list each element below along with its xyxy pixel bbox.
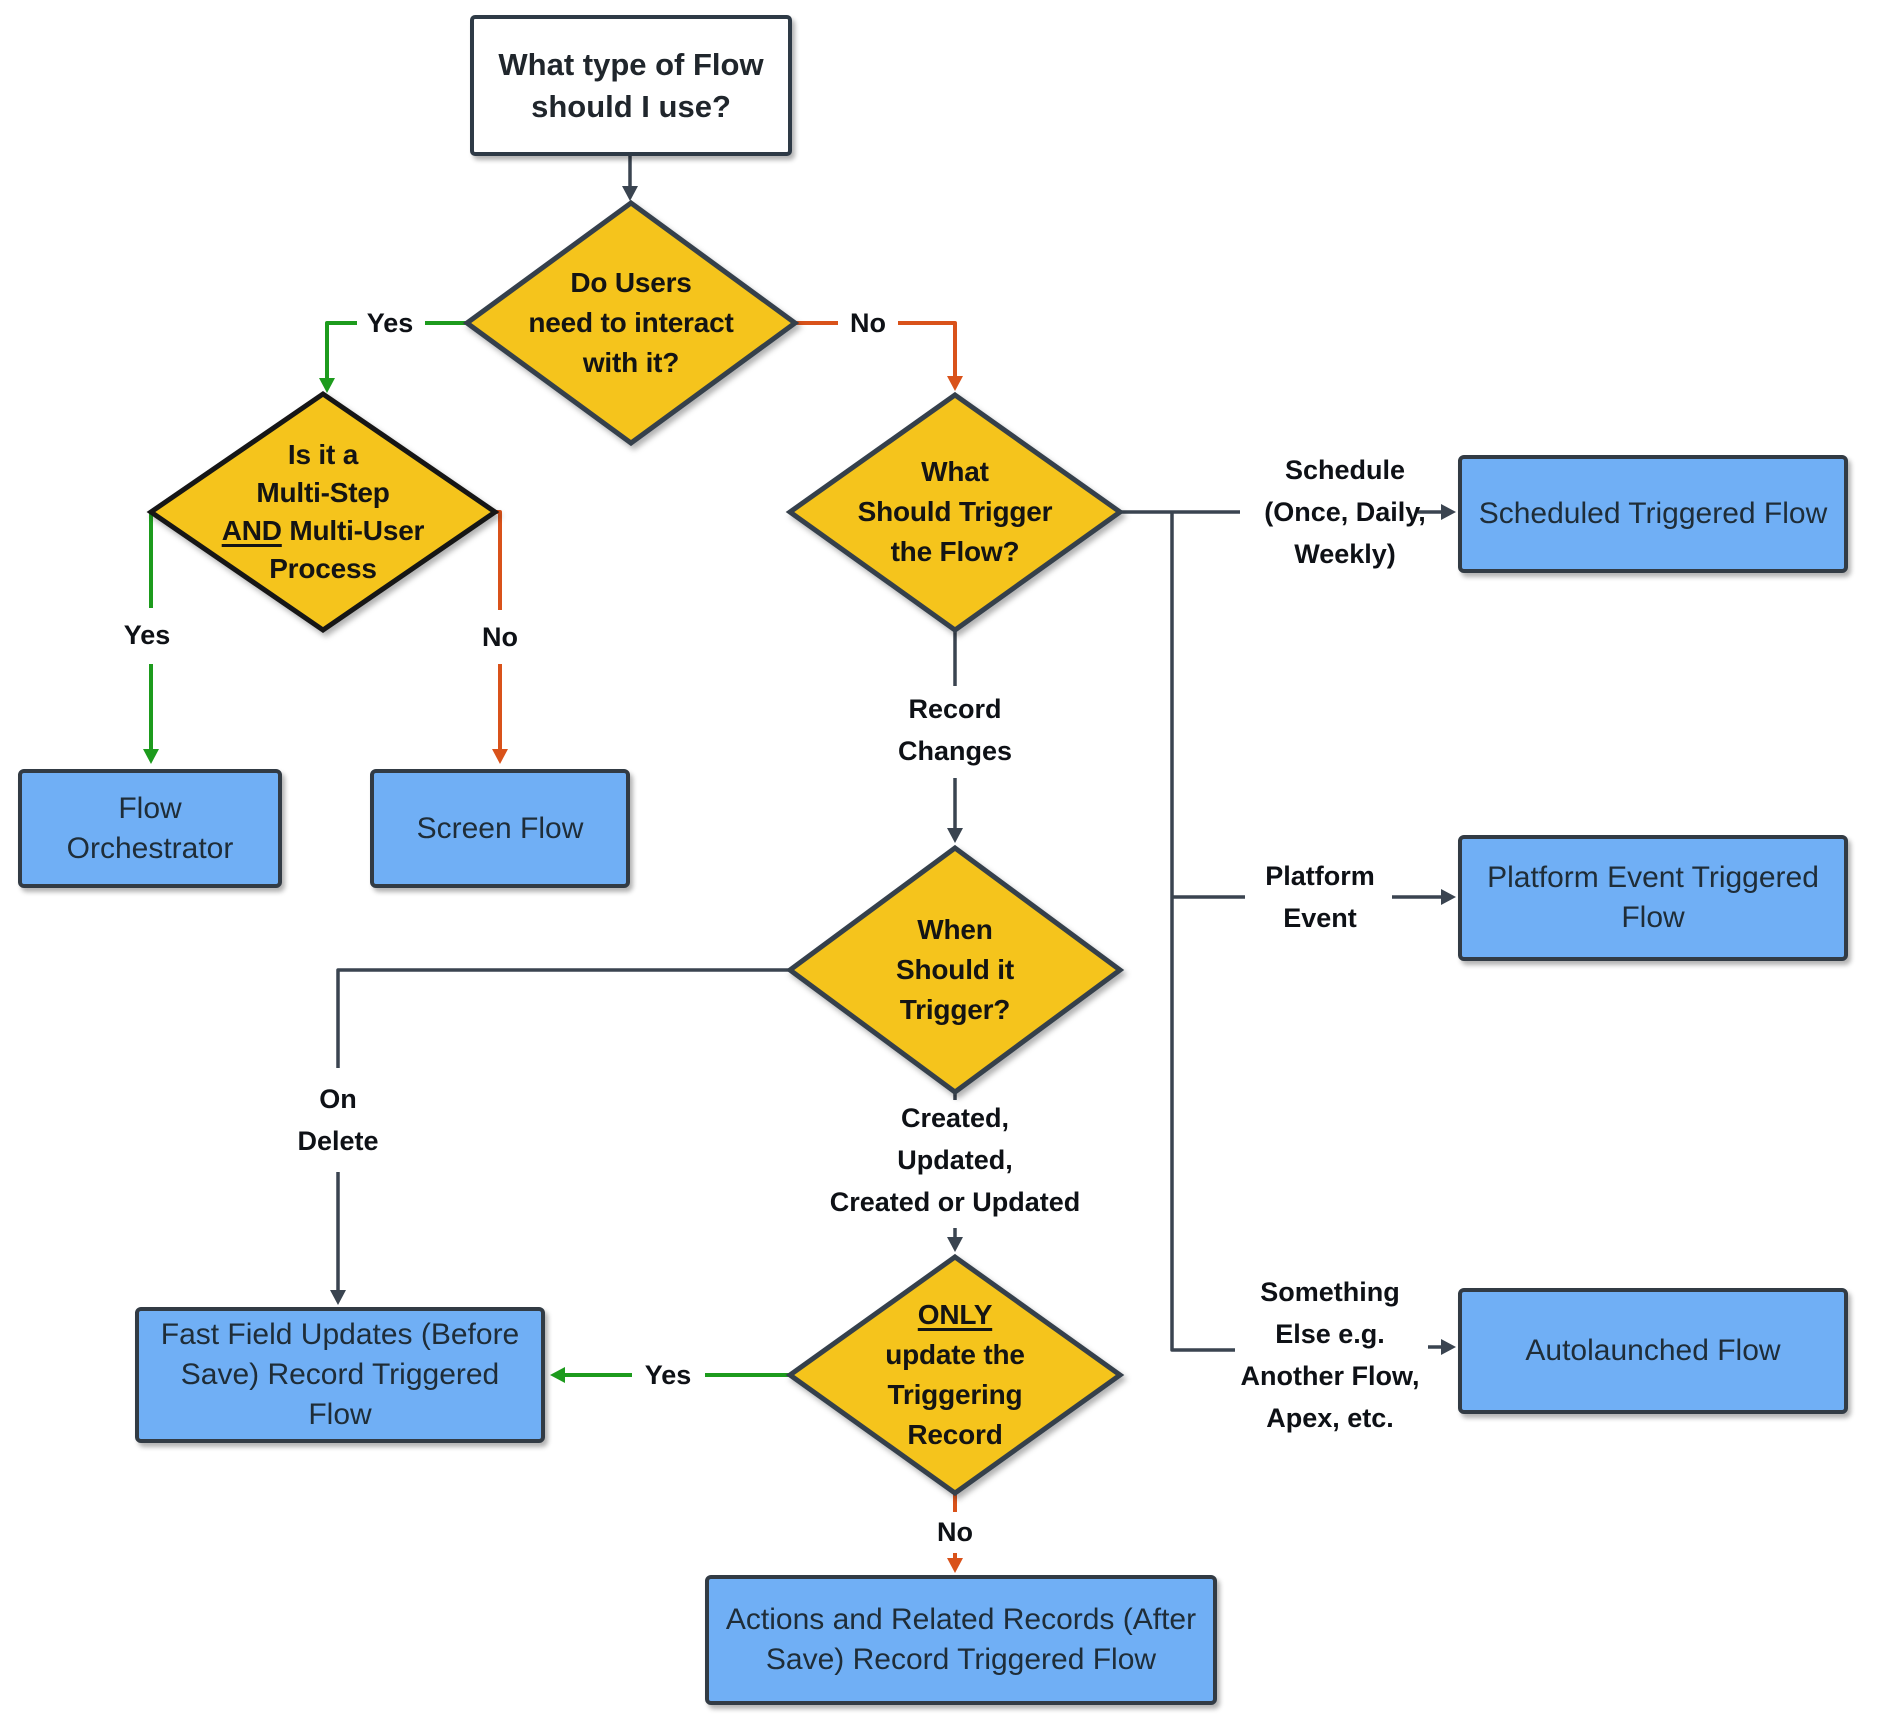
decision-line: Do Users: [570, 267, 692, 298]
edge-label-line: Event: [1283, 903, 1357, 933]
edge-label-line: Changes: [897, 736, 1013, 766]
decision-line: Record: [907, 1419, 1003, 1450]
arrow-to-scheduled: [1441, 504, 1456, 520]
start-node: What type of Flow should I use?: [470, 15, 792, 156]
arrow-to-autolaunched: [1441, 1339, 1456, 1355]
underlined-word: AND: [221, 515, 282, 546]
decision-line: Trigger?: [899, 994, 1011, 1025]
decision-line: What: [921, 456, 989, 487]
diamond-do-users-interact: [462, 199, 800, 447]
edge-label-no-interact: No: [850, 308, 886, 338]
decision-line: Should it: [896, 954, 1014, 985]
diamond-multi-step-multi-user: [146, 390, 500, 634]
edge-label-line: Record: [908, 694, 1002, 724]
edge-label-yes-only-update: Yes: [644, 1360, 692, 1390]
decision-line: Multi-Step: [256, 477, 390, 508]
edge-label-line: (Once, Daily,: [1264, 497, 1426, 527]
edge-label-schedule: Schedule (Once, Daily, Weekly): [1245, 449, 1445, 575]
edge-label-yes-multistep: Yes: [123, 620, 171, 650]
edge-label-platform-event: Platform Event: [1230, 855, 1410, 939]
decision-when-should-it-trigger-label: When Should it Trigger?: [790, 910, 1120, 1030]
start-node-line: should I use?: [531, 88, 731, 124]
result-fast-field-updates-flow: Fast Field Updates (Before Save) Record …: [135, 1307, 545, 1443]
edge-label-line: Weekly): [1294, 539, 1396, 569]
decision-do-users-interact-label: Do Users need to interact with it?: [466, 263, 796, 383]
result-scheduled-triggered-flow: Scheduled Triggered Flow: [1458, 455, 1848, 573]
decision-line: the Flow?: [890, 536, 1020, 567]
edge-label-on-delete: On Delete: [268, 1078, 408, 1162]
diamond-what-should-trigger: [785, 391, 1125, 634]
decision-line: Process: [269, 553, 377, 584]
arrowheads: [143, 186, 1456, 1573]
decision-diamonds: [146, 199, 1125, 1497]
edge-label-no-only-update: No: [937, 1517, 973, 1547]
arrow-yes-to-fastfield: [550, 1367, 565, 1383]
yes-connectors: [149, 321, 790, 1377]
edge-label-line: On: [319, 1084, 357, 1114]
edge-label-line: Created,: [900, 1103, 1010, 1133]
result-screen-flow: Screen Flow: [370, 769, 630, 888]
edge-label-something-else: Something Else e.g. Another Flow, Apex, …: [1230, 1271, 1430, 1439]
edge-label-line: Platform: [1265, 861, 1375, 891]
edge-label-line: Something: [1260, 1277, 1400, 1307]
edge-label-line: Schedule: [1284, 455, 1406, 485]
edge-label-line: Created or Updated: [829, 1187, 1081, 1217]
edge-label-no-multistep: No: [482, 622, 518, 652]
edge-label-record-changes: Record Changes: [855, 688, 1055, 772]
underlined-word: ONLY: [917, 1299, 993, 1330]
arrow-to-platform-event: [1441, 889, 1456, 905]
result-autolaunched-flow: Autolaunched Flow: [1458, 1288, 1848, 1414]
arrow-to-d4: [947, 828, 963, 843]
decision-line: Should Trigger: [857, 496, 1053, 527]
start-node-line: What type of Flow: [498, 46, 764, 82]
edge-label-yes-interact: Yes: [366, 308, 414, 338]
edge-label-line: Delete: [297, 1126, 379, 1156]
decision-only-update-triggering-record-label: ONLY update the Triggering Record: [790, 1295, 1120, 1455]
decision-what-should-trigger-label: What Should Trigger the Flow?: [790, 452, 1120, 572]
result-platform-event-triggered-flow: Platform Event Triggered Flow: [1458, 835, 1848, 961]
decision-line: When: [917, 914, 993, 945]
arrow-to-screen-flow: [492, 749, 508, 764]
decision-line: update the: [885, 1339, 1025, 1370]
decision-line: Is it a: [287, 439, 359, 470]
arrow-yes-to-d2: [319, 378, 335, 393]
edge-label-line: Else e.g.: [1275, 1319, 1385, 1349]
arrow-to-flow-orchestrator: [143, 749, 159, 764]
arrow-to-d5: [947, 1237, 963, 1252]
arrow-no-to-d3: [947, 376, 963, 391]
arrow-ondelete-to-fastfield: [330, 1290, 346, 1305]
result-actions-related-records-flow: Actions and Related Records (After Save)…: [705, 1575, 1217, 1705]
edge-label-created-updated: Created, Updated, Created or Updated: [805, 1097, 1105, 1223]
arrow-no-to-actions: [947, 1558, 963, 1573]
diamond-only-update-triggering-record: [785, 1253, 1125, 1497]
result-flow-orchestrator: Flow Orchestrator: [18, 769, 282, 888]
diamond-when-should-it-trigger: [785, 844, 1125, 1096]
decision-line: Triggering: [887, 1379, 1023, 1410]
arrow-start-to-d1: [622, 186, 638, 201]
decision-line-rest: Multi-User: [281, 515, 425, 546]
decision-line: with it?: [582, 347, 680, 378]
decision-line: need to interact: [528, 307, 734, 338]
decision-multi-step-multi-user-label: Is it a Multi-Step AND Multi-User Proces…: [158, 436, 488, 588]
edge-label-line: Another Flow,: [1240, 1361, 1420, 1391]
edge-label-line: Apex, etc.: [1266, 1403, 1394, 1433]
edge-label-line: Updated,: [897, 1145, 1013, 1175]
decision-line: AND Multi-User: [222, 512, 425, 550]
